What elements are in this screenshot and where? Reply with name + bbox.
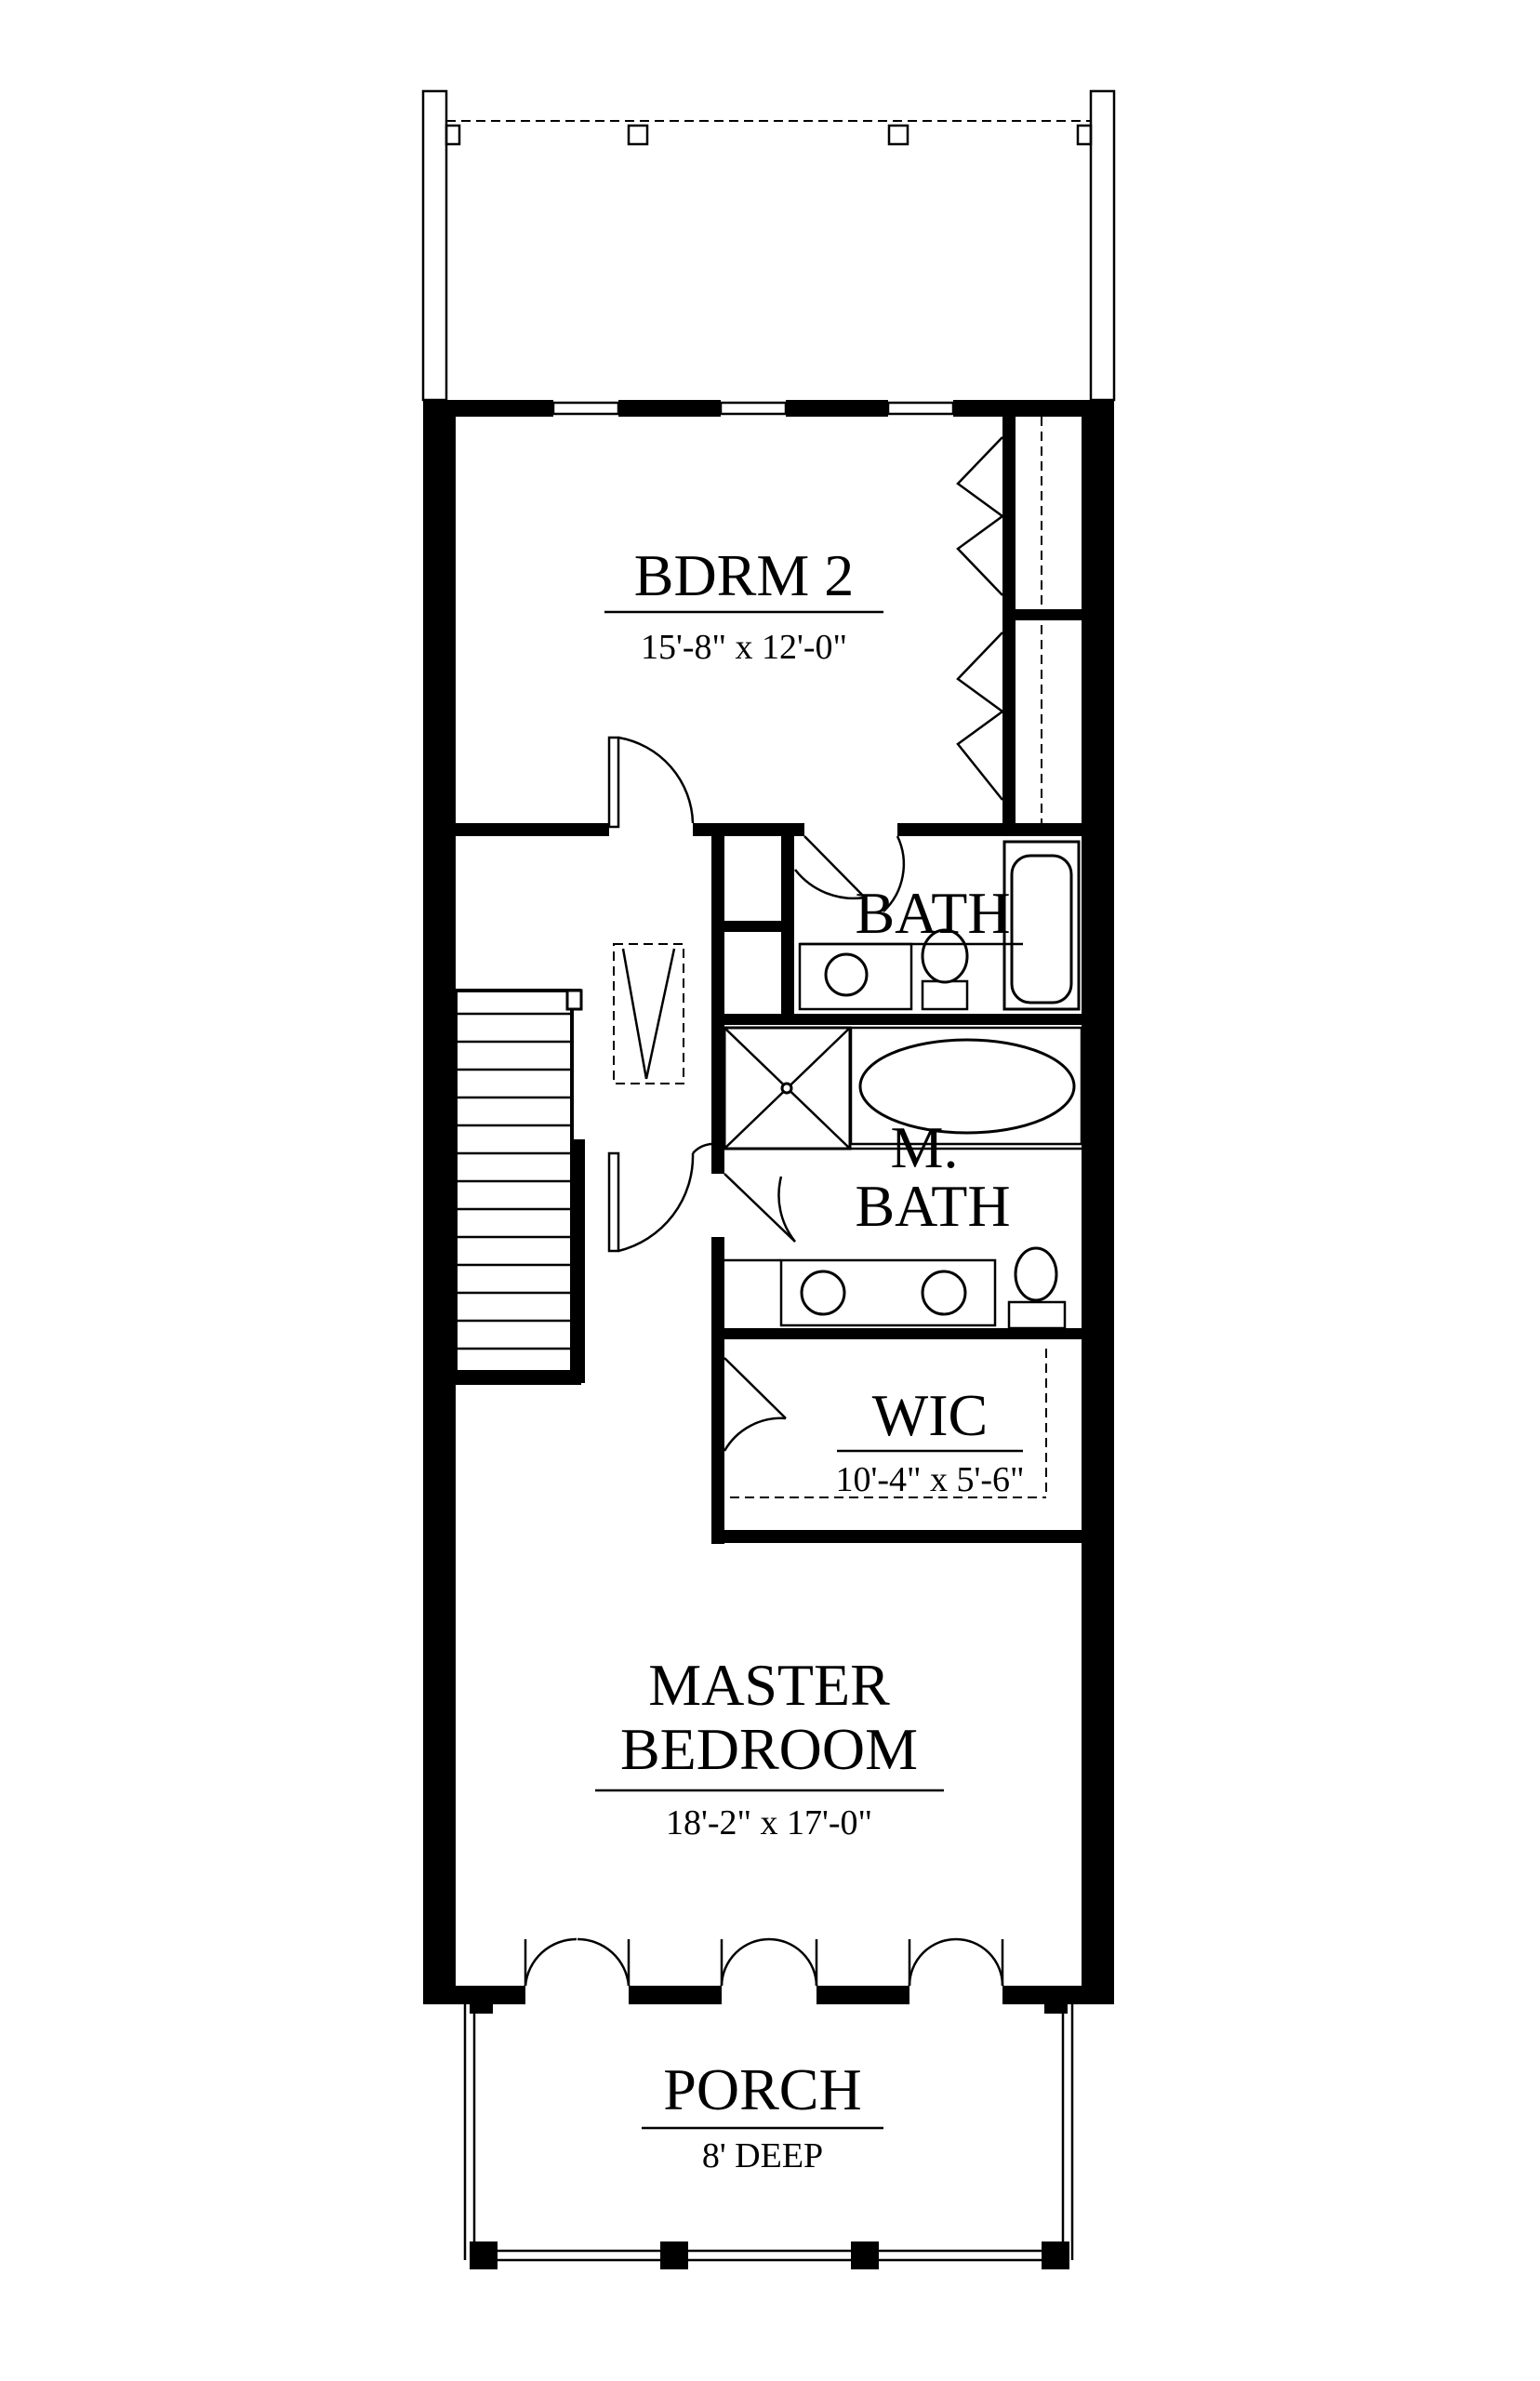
master-size: 18'-2" x 17'-0" <box>666 1803 872 1842</box>
wic-label: WIC <box>872 1382 988 1448</box>
room-labels: BDRM 2 15'-8" x 12'-0" BATH M. BATH WIC … <box>595 542 1025 2175</box>
porch-label: PORCH <box>663 2056 861 2122</box>
mbath-label-line2: BATH <box>855 1173 1010 1239</box>
master-label-line2: BEDROOM <box>620 1716 918 1782</box>
wic-size: 10'-4" x 5'-6" <box>835 1460 1024 1499</box>
mbath-label-line1: M. <box>891 1114 959 1180</box>
bath-label: BATH <box>855 880 1010 946</box>
master-label-line1: MASTER <box>648 1652 890 1718</box>
porch-doors <box>524 1937 1004 1987</box>
porch-size: 8' DEEP <box>702 2136 823 2175</box>
bdrm2-label: BDRM 2 <box>634 542 855 608</box>
bdrm2-size: 15'-8" x 12'-0" <box>641 628 847 667</box>
interior-walls <box>456 417 1086 1544</box>
bath-fixtures <box>723 840 1083 1330</box>
porch <box>463 1995 1074 2269</box>
doors <box>524 436 1005 1987</box>
stairs <box>454 943 684 1374</box>
top-deck <box>421 89 1116 402</box>
exterior-walls <box>423 400 1114 2004</box>
